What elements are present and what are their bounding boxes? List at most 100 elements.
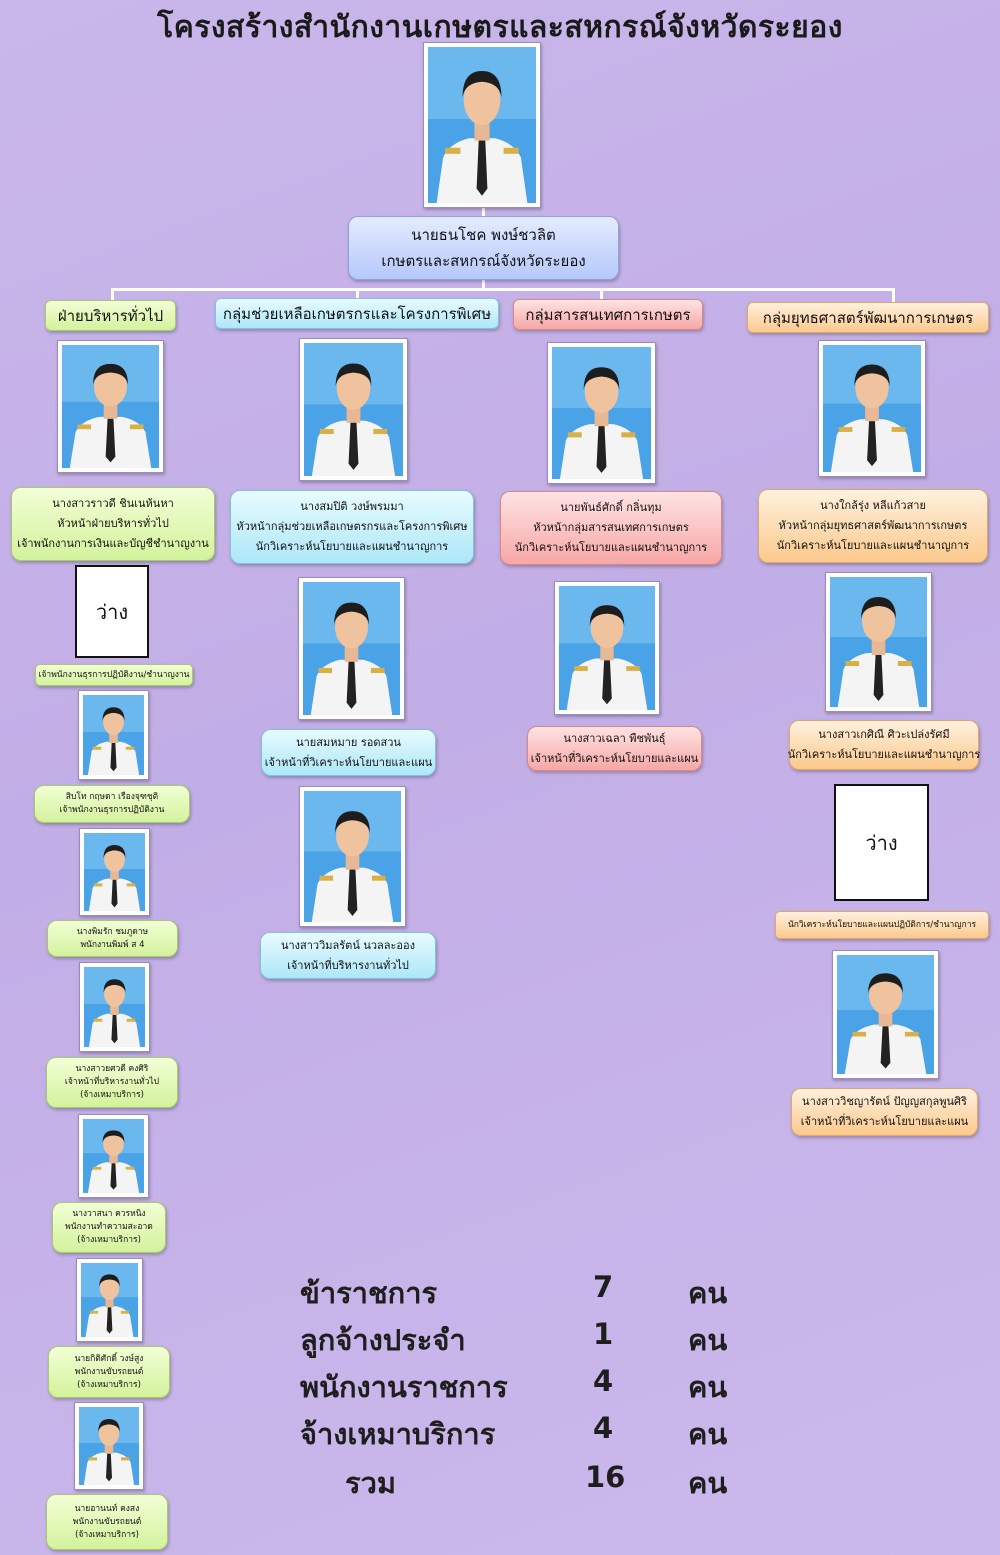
- strategy-staff-box: นางสาววิชญารัตน์ ปัญญสกุลพูนศิริ เจ้าหน้…: [791, 1088, 978, 1136]
- info-chief-box: นายพันธ์ศักดิ์ กลิ่นทุม หัวหน้ากลุ่มสารส…: [500, 491, 722, 565]
- admin-staff-box: นายอานนท์ คงสง พนักงานขับรถยนต์ (จ้างเหม…: [46, 1494, 168, 1550]
- assist-chief-photo: [299, 338, 408, 481]
- admin-staff-box: นายกิติศักดิ์ วงษ์สูง พนักงานขับรถยนต์ (…: [48, 1346, 170, 1398]
- group-header-label: กลุ่มยุทธศาสตร์พัฒนาการเกษตร: [762, 308, 974, 327]
- admin-staff-photo: [79, 962, 150, 1052]
- portrait-image: [428, 47, 536, 203]
- portrait-image: [823, 345, 921, 472]
- summary-unit: คน: [688, 1370, 728, 1404]
- portrait-image: [830, 577, 927, 707]
- portrait-image: [304, 791, 401, 922]
- portrait-image: [559, 586, 655, 710]
- person-note: (จ้างเหมาบริการ): [77, 1379, 141, 1390]
- admin-staff-photo: [78, 690, 149, 780]
- admin-staff-box: สิบโท กฤษดา เรืองจุฑชุติ เจ้าพนักงานธุรก…: [34, 785, 190, 823]
- strategy-vacant-position: นักวิเคราะห์นโยบายและแผนปฏิบัติการ/ชำนาญ…: [775, 911, 989, 939]
- connector-line: [892, 288, 895, 302]
- connector-line: [356, 288, 359, 298]
- person-position: พนักงานทำความสะอาด: [65, 1222, 153, 1232]
- person-position: เจ้าพนักงานธุรการปฏิบัติงาน: [59, 805, 165, 815]
- connector-line: [482, 207, 485, 219]
- summary-unit-total: คน: [688, 1466, 728, 1500]
- admin-vacant-box: ว่าง: [75, 565, 149, 658]
- strategy-staff-photo: [832, 950, 939, 1079]
- assist-chief-box: นางสมปิติ วงษ์พรมมา หัวหน้ากลุ่มช่วยเหลื…: [230, 490, 474, 564]
- person-position: หัวหน้ากลุ่มสารสนเทศการเกษตร: [533, 521, 689, 534]
- person-name: นางพิมรัก ชมภูดาษ: [76, 926, 149, 937]
- connector-line: [111, 288, 895, 291]
- person-position: พนักงานขับรถยนต์: [72, 1516, 142, 1527]
- strategy-staff-photo: [825, 572, 932, 712]
- assist-staff-box: นายสมหมาย รอดสวน เจ้าหน้าที่วิเคราะห์นโย…: [261, 729, 436, 776]
- person-position-2: นักวิเคราะห์นโยบายและแผนชำนาญการ: [255, 540, 449, 553]
- head-name: นายธนโชค พงษ์ชวลิต: [411, 226, 556, 244]
- person-position: เจ้าหน้าที่บริหารงานทั่วไป: [287, 958, 409, 972]
- head-photo: [423, 42, 541, 208]
- admin-staff-photo: [78, 1114, 149, 1198]
- group-header-assist: กลุ่มช่วยเหลือเกษตรกรและโครงการพิเศษ: [215, 298, 499, 329]
- person-position-2: นักวิเคราะห์นโยบายและแผนชำนาญการ: [776, 539, 970, 552]
- portrait-image: [83, 1119, 144, 1193]
- person-position: เจ้าหน้าที่บริหารงานทั่วไป: [64, 1077, 160, 1087]
- chart-title: โครงสร้างสำนักงานเกษตรและสหกรณ์จังหวัดระ…: [157, 10, 843, 45]
- connector-line: [482, 280, 485, 289]
- person-name: นางสาวเกศิณี ศิวะเปล่งรัศมี: [818, 728, 950, 741]
- portrait-image: [84, 833, 145, 911]
- person-position: เจ้าหน้าที่วิเคราะห์นโยบายและแผน: [530, 751, 699, 765]
- person-position: หัวหน้าฝ่ายบริหารทั่วไป: [57, 517, 169, 530]
- head-box: นายธนโชค พงษ์ชวลิต เกษตรและสหกรณ์จังหวัด…: [348, 216, 619, 280]
- strategy-staff-box: นางสาวเกศิณี ศิวะเปล่งรัศมี นักวิเคราะห์…: [788, 720, 980, 770]
- group-header-label: กลุ่มช่วยเหลือเกษตรกรและโครงการพิเศษ: [222, 304, 492, 323]
- person-name: สิบโท กฤษดา เรืองจุฑชุติ: [65, 792, 159, 802]
- summary-label: พนักงานราชการ: [300, 1370, 508, 1404]
- portrait-image: [304, 343, 403, 476]
- group-header-admin: ฝ่ายบริหารทั่วไป: [45, 300, 176, 331]
- summary-label: จ้างเหมาบริการ: [300, 1417, 496, 1451]
- person-note: (จ้างเหมาบริการ): [77, 1235, 141, 1245]
- assist-staff-photo: [298, 577, 405, 720]
- person-name: นางสาวเฉลา พืชพันธุ์: [563, 731, 666, 745]
- assist-staff-box: นางสาววิมลรัตน์ นวลละออง เจ้าหน้าที่บริห…: [260, 932, 436, 979]
- strategy-vacant-box: ว่าง: [834, 784, 929, 901]
- person-position: พนักงานขับรถยนต์: [74, 1366, 144, 1377]
- admin-staff-box: นางพิมรัก ชมภูดาษ พนักงานพิมพ์ ส 4: [47, 920, 178, 957]
- person-name: นางสาววิมลรัตน์ นวลละออง: [280, 938, 416, 952]
- summary-label-total: รวม: [345, 1466, 396, 1500]
- portrait-image: [81, 1263, 138, 1337]
- admin-chief-box: นางสาวราวดี ชินเนห้นหา หัวหน้าฝ่ายบริหาร…: [11, 487, 215, 561]
- summary-unit: คน: [688, 1276, 728, 1310]
- group-header-strategy: กลุ่มยุทธศาสตร์พัฒนาการเกษตร: [747, 302, 989, 333]
- portrait-image: [79, 1407, 139, 1485]
- info-chief-photo: [547, 342, 656, 484]
- portrait-image: [83, 695, 144, 775]
- portrait-image: [552, 347, 651, 479]
- connector-line: [600, 288, 603, 299]
- vacant-position-label: เจ้าพนักงานธุรการปฏิบัติงาน/ชำนาญงาน: [38, 669, 190, 680]
- summary-count: 7: [593, 1270, 614, 1304]
- summary-unit: คน: [688, 1323, 728, 1357]
- admin-staff-photo: [79, 828, 150, 916]
- strategy-chief-photo: [818, 340, 926, 477]
- group-header-label: กลุ่มสารสนเทศการเกษตร: [525, 305, 691, 324]
- person-name: นางสาวราวดี ชินเนห้นหา: [52, 497, 174, 510]
- summary-count: 4: [593, 1364, 614, 1398]
- person-position-2: เจ้าพนักงานการเงินและบัญชีชำนาญงาน: [17, 537, 209, 550]
- person-position: เจ้าหน้าที่วิเคราะห์นโยบายและแผน: [264, 755, 433, 769]
- person-position: หัวหน้ากลุ่มช่วยเหลือเกษตรกรและโครงการพิ…: [236, 520, 468, 533]
- admin-staff-box: นางสาวยศวดี คงศิริ เจ้าหน้าที่บริหารงานท…: [46, 1057, 178, 1108]
- connector-line: [111, 288, 114, 301]
- summary-count: 1: [593, 1317, 614, 1351]
- vacant-position-label: นักวิเคราะห์นโยบายและแผนปฏิบัติการ/ชำนาญ…: [787, 919, 977, 930]
- person-name: นายกิติศักดิ์ วงษ์สูง: [74, 1353, 144, 1364]
- person-name: นายพันธ์ศักดิ์ กลิ่นทุม: [560, 501, 662, 514]
- person-name: นางใกล้รุ่ง หลีแก้วสาย: [820, 499, 926, 512]
- person-note: (จ้างเหมาบริการ): [80, 1090, 144, 1100]
- portrait-image: [62, 345, 159, 468]
- summary-label: ลูกจ้างประจำ: [300, 1323, 466, 1357]
- admin-staff-photo: [74, 1402, 144, 1490]
- person-position: พนักงานพิมพ์ ส 4: [80, 939, 145, 950]
- person-name: นายสมหมาย รอดสวน: [296, 735, 401, 749]
- group-header-info: กลุ่มสารสนเทศการเกษตร: [513, 299, 703, 330]
- person-name: นางวาสนา ควรหนิง: [72, 1209, 146, 1219]
